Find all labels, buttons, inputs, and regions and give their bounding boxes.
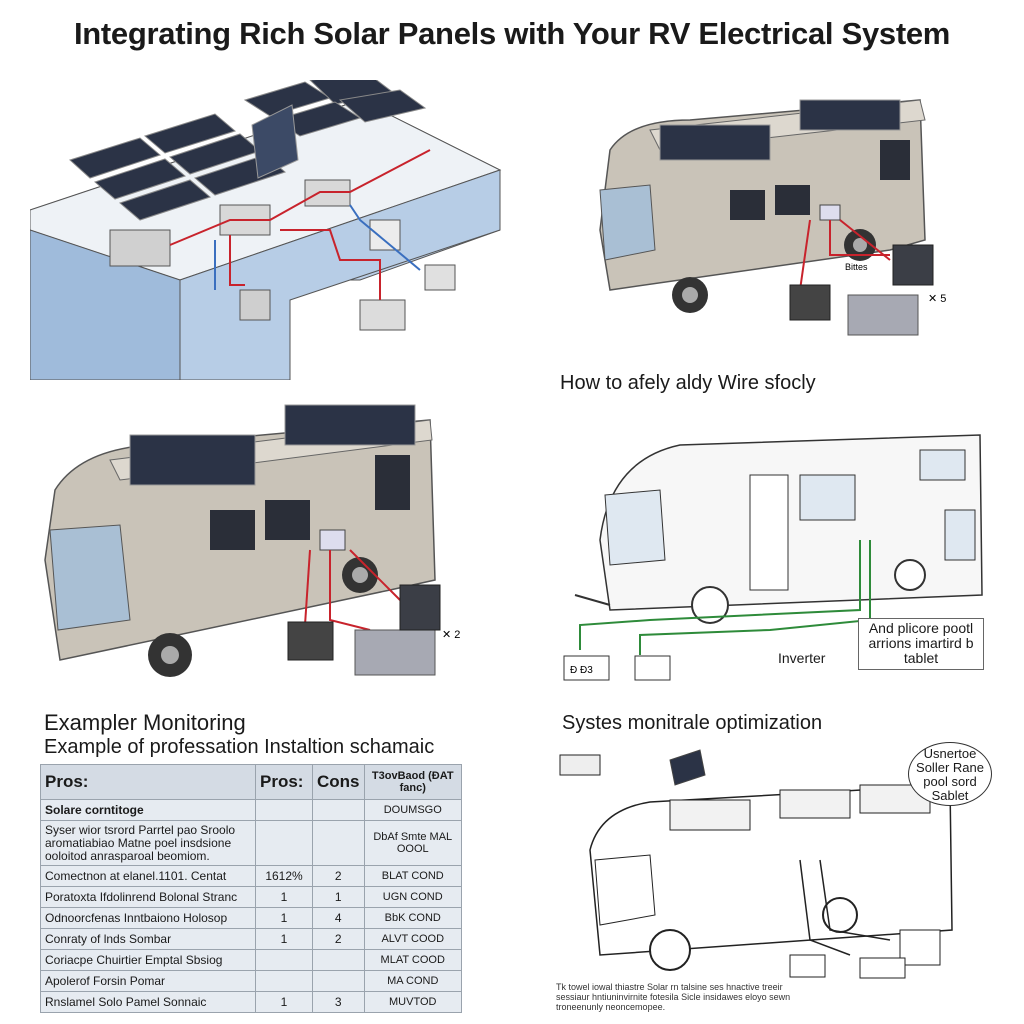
table-cell: Odnoorcfenas Inntbaiono Holosop [40, 907, 256, 929]
table-cell: Conraty of lnds Sombar [40, 928, 256, 950]
rv-mid-right-label: ✕ 2 [442, 629, 460, 641]
table-row: Poratoxta Ifdolinrend Bolonal Stranc 1 1… [40, 886, 462, 908]
table-cell: 1 [312, 886, 365, 908]
table-cell: 1 [255, 991, 313, 1013]
table-cell: MUVTOD [363, 991, 462, 1013]
table-cell [312, 820, 365, 866]
table-cell: 2 [312, 928, 365, 950]
table-cell: MLAT COOD [363, 949, 462, 971]
section-example-heading: Example of professation Instaltion scham… [44, 736, 435, 758]
rv-wiring-diagram-top: Bittes ✕ 5 [590, 80, 990, 350]
table-cell: Rnslamel Solo Pamel Sonnaic [40, 991, 256, 1013]
rv-top-right-label: ✕ 5 [928, 293, 946, 305]
table-header: Pros: [255, 764, 313, 800]
table-cell [255, 820, 313, 866]
section-optimization-heading: Systes monitrale optimization [562, 712, 823, 734]
optimization-callout: Usnertoe Soller Rane pool sord Sablet [908, 742, 992, 806]
battery-label: Ð Ð3 [570, 665, 593, 676]
rv-wiring-diagram-middle: ✕ 2 [30, 390, 470, 690]
table-cell: 4 [312, 907, 365, 929]
table-cell: Syser wior tsrord Parrtel pao Sroolo aro… [40, 820, 256, 866]
table-row: Coriacpe Chuirtier Emptal Sbsiog MLAT CO… [40, 949, 462, 971]
table-cell [312, 799, 365, 821]
table-cell: 1 [255, 886, 313, 908]
how-to-heading: How to afely aldy Wire sfocly [560, 372, 816, 394]
section-monitoring-heading: Exampler Monitoring [44, 710, 246, 735]
table-row: Odnoorcfenas Inntbaiono Holosop 1 4 BbK … [40, 907, 462, 929]
table-cell [255, 949, 313, 971]
rv-exploded-diagram [550, 740, 990, 980]
table-row: Conraty of lnds Sombar 1 2 ALVT COOD [40, 928, 462, 950]
table-cell: UGN COND [363, 886, 462, 908]
table-cell: MA COND [363, 970, 462, 992]
table-row: Rnslamel Solo Pamel Sonnaic 1 3 MUVTOD [40, 991, 462, 1013]
inverter-callout: And plicore pootl arrions imartird b tab… [858, 618, 984, 670]
isometric-cutaway-diagram [30, 80, 520, 380]
table-cell: DbAf Smte MAL OOOL [363, 820, 462, 866]
table-row: Apolerof Forsin Pomar MA COND [40, 970, 462, 992]
rv-top-label: Bittes [845, 262, 868, 272]
table-cell: DOUMSGO [363, 799, 462, 821]
table-cell: 1 [255, 928, 313, 950]
table-cell: 1612% [255, 865, 313, 887]
table-cell [255, 799, 313, 821]
table-cell: BbK COND [363, 907, 462, 929]
table-cell: 1 [255, 907, 313, 929]
table-cell: ALVT COOD [363, 928, 462, 950]
table-cell: BLAT COND [363, 865, 462, 887]
table-cell: 3 [312, 991, 365, 1013]
table-cell [312, 970, 365, 992]
table-row: Syser wior tsrord Parrtel pao Sroolo aro… [40, 820, 462, 866]
monitoring-table: Pros: Pros: Cons T3ovBaod (ÐAT fanc) Sol… [40, 764, 462, 1013]
table-row: Solare corntitoge DOUMSGO [40, 799, 462, 821]
table-cell: Comectnon at elanel.1101. Centat [40, 865, 256, 887]
table-header: T3ovBaod (ÐAT fanc) [363, 764, 462, 800]
rv-line-drawing: Ð Ð3 [550, 420, 990, 690]
table-cell: Coriacpe Chuirtier Emptal Sbsiog [40, 949, 256, 971]
table-header: Cons [312, 764, 365, 800]
table-row: Comectnon at elanel.1101. Centat 1612% 2… [40, 865, 462, 887]
table-cell: Poratoxta Ifdolinrend Bolonal Stranc [40, 886, 256, 908]
table-cell: 2 [312, 865, 365, 887]
table-cell [312, 949, 365, 971]
table-header: Pros: [40, 764, 256, 800]
table-header-row: Pros: Pros: Cons T3ovBaod (ÐAT fanc) [40, 764, 462, 800]
table-cell: Apolerof Forsin Pomar [40, 970, 256, 992]
solar-array-right [243, 80, 427, 137]
inverter-label: Inverter [778, 650, 826, 666]
table-cell: Solare corntitoge [40, 799, 256, 821]
page-title: Integrating Rich Solar Panels with Your … [73, 16, 951, 51]
table-cell [255, 970, 313, 992]
optimization-caption: Tk towel iowal thiastre Solar rn talsine… [556, 982, 791, 1012]
